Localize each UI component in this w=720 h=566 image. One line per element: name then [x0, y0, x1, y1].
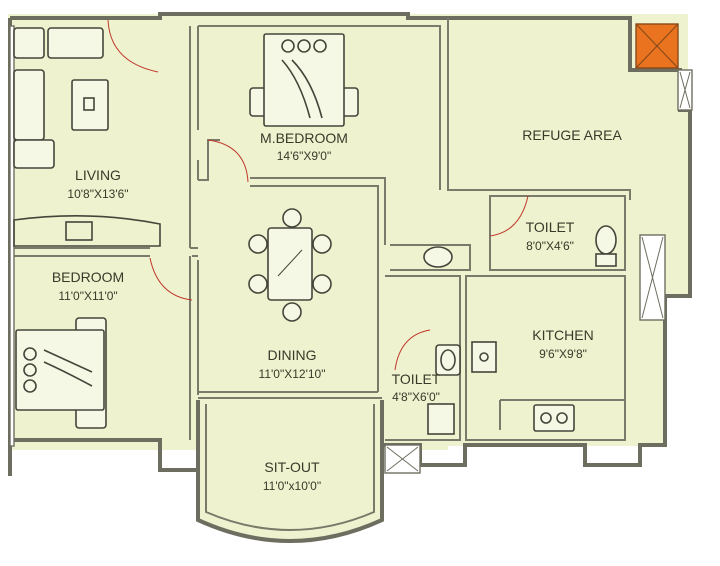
bedroom-dims: 11'0"X11'0" — [58, 289, 117, 303]
living-label: LIVING — [75, 167, 121, 183]
room-refuge: REFUGE AREA — [522, 127, 622, 143]
room-bedroom: BEDROOM 11'0"X11'0" — [52, 269, 124, 303]
kitchen-label: KITCHEN — [532, 327, 593, 343]
living-dims: 10'8"X13'6" — [67, 187, 128, 201]
room-kitchen: KITCHEN 9'6"X9'8" — [532, 327, 593, 361]
living-furniture — [13, 27, 161, 247]
room-living: LIVING 10'8"X13'6" — [67, 167, 128, 201]
toilet-fixtures — [423, 225, 617, 435]
dining-dims: 11'0"X12'10" — [259, 367, 326, 381]
sitout-dims: 11'0"x10'0" — [263, 479, 321, 493]
master-bed — [249, 33, 359, 127]
toilet-2-dims: 4'8"X6'0" — [392, 390, 440, 404]
bedroom-label: BEDROOM — [52, 269, 124, 285]
duct-shaft — [635, 23, 679, 69]
bedroom-bed — [15, 317, 107, 429]
door-swings — [107, 19, 529, 371]
master-bedroom-label: M.BEDROOM — [260, 130, 348, 146]
dining-label: DINING — [268, 347, 317, 363]
toilet-1-dims: 8'0"X4'6" — [526, 239, 574, 253]
sitout-label: SIT-OUT — [264, 459, 320, 475]
master-bedroom-dims: 14'6"X9'0" — [277, 149, 331, 163]
kitchen-dims: 9'6"X9'8" — [539, 347, 587, 361]
kitchen-fixtures — [471, 341, 575, 432]
room-dining: DINING 11'0"X12'10" — [259, 347, 326, 381]
toilet-1-label: TOILET — [526, 219, 575, 235]
refuge-label: REFUGE AREA — [522, 127, 622, 143]
room-master-bedroom: M.BEDROOM 14'6"X9'0" — [260, 130, 348, 163]
room-toilet-1: TOILET 8'0"X4'6" — [526, 219, 575, 253]
room-sitout: SIT-OUT 11'0"x10'0" — [263, 459, 321, 493]
toilet-2-label: TOILET — [392, 371, 441, 387]
room-toilet-2: TOILET 4'8"X6'0" — [392, 371, 441, 404]
dining-table — [248, 208, 332, 322]
